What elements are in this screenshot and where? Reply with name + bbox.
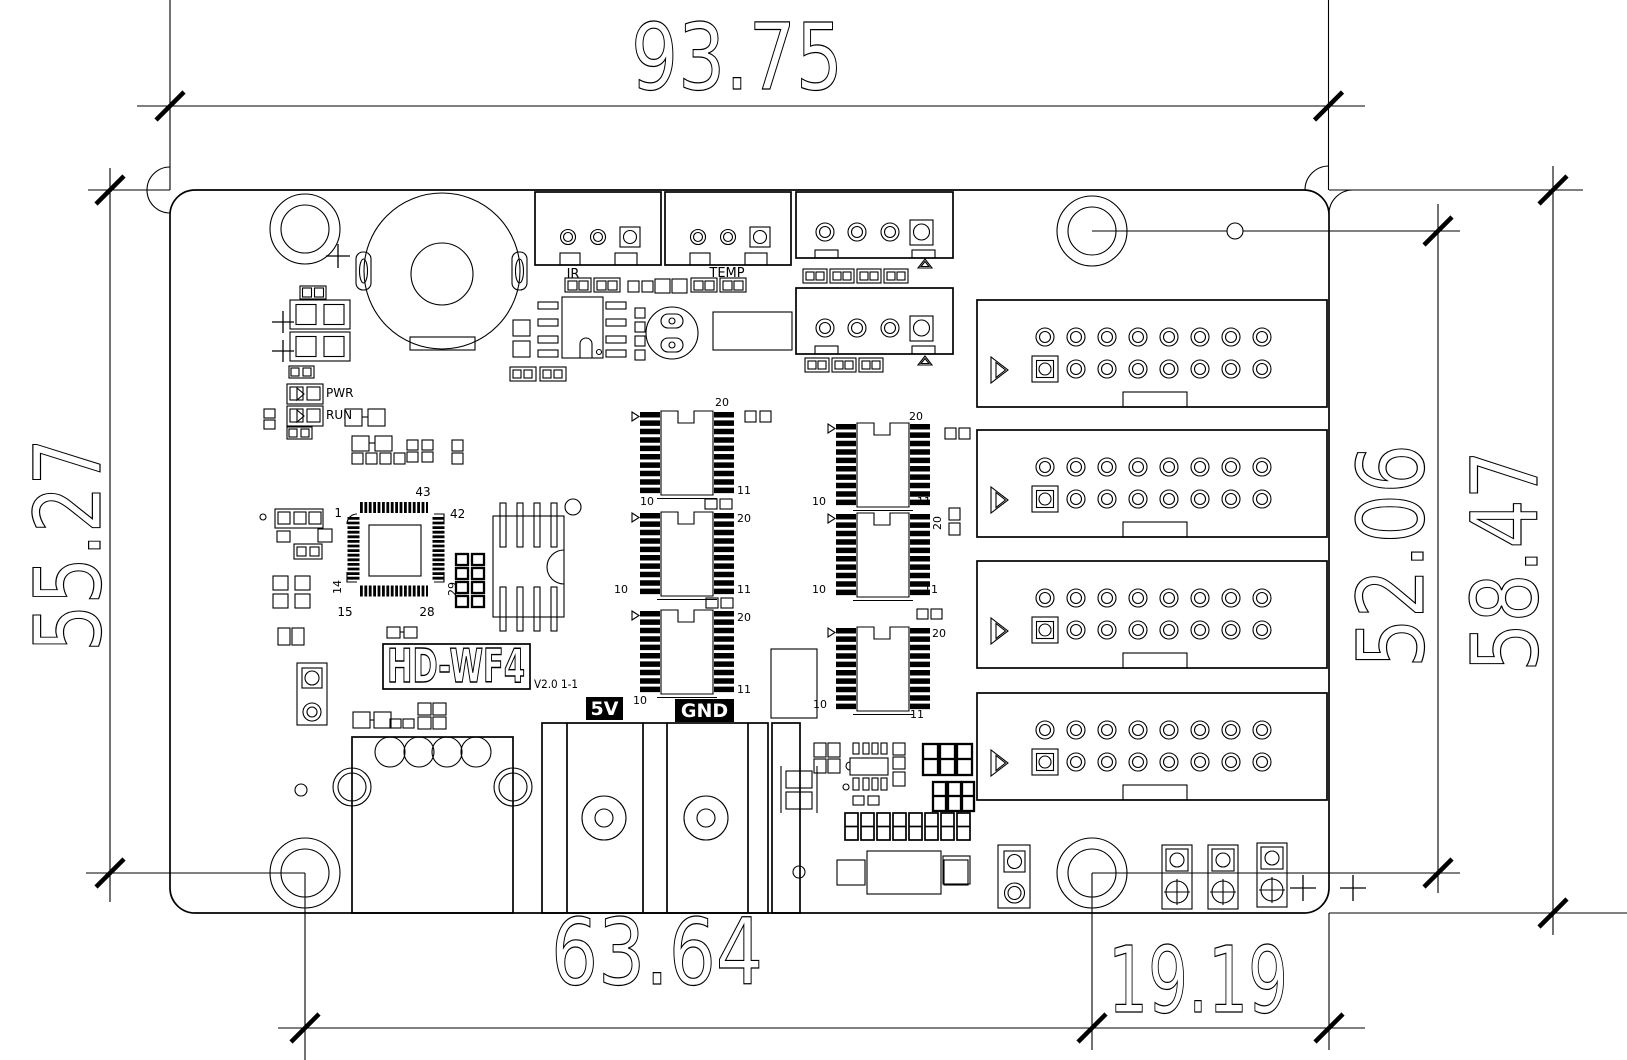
- bottom-right-cluster: [780, 742, 906, 879]
- mounting-hole-top-left: [269, 193, 341, 265]
- hub-connector-4: [977, 693, 1327, 800]
- dim-height-left: 55.27: [15, 438, 122, 652]
- ic6-pin11: 11: [910, 708, 924, 721]
- ir-connector: [535, 192, 661, 265]
- screw-terminal-1: [1161, 844, 1193, 910]
- polarity-triangle-1: [917, 258, 933, 269]
- ic4-pin11: 11: [917, 495, 931, 508]
- sop20-ic-5: [828, 513, 920, 601]
- run-led-label: RUN: [326, 408, 352, 422]
- usb-connector: [332, 736, 533, 914]
- power-connector-1: [796, 192, 953, 258]
- sop20-ic-1: [632, 411, 724, 499]
- version-label: V2.0 1-1: [534, 677, 578, 691]
- flash-soic-ic: [492, 498, 582, 632]
- model-label-box: [382, 643, 531, 690]
- power-terminal-block: 5V GND: [541, 697, 801, 914]
- hub-connector-1: [977, 300, 1327, 407]
- v5-label-bg: [586, 697, 623, 720]
- temp-connector: [665, 192, 791, 265]
- ic3-pin11: 11: [737, 683, 751, 696]
- qfp-side-pads: [454, 552, 486, 609]
- mid-passives: [704, 410, 971, 719]
- bottom-right-pad-grids: [921, 742, 976, 885]
- smd-inductor: [712, 311, 793, 351]
- qfp-pin14-label: 14: [331, 580, 344, 594]
- polarity-triangle-2: [917, 355, 933, 366]
- soic8-small: [842, 742, 889, 791]
- ic4-pin20: 20: [909, 410, 923, 423]
- pwr-led: [286, 383, 324, 405]
- qfp-pin43-label: 43: [415, 485, 430, 499]
- ic3-pin20: 20: [737, 611, 751, 624]
- main-qfp-ic: [346, 502, 445, 597]
- soic8-ir-driver: [537, 296, 627, 359]
- sop20-ic-4: [828, 423, 920, 511]
- left-capacitor-led-cluster: [272, 285, 351, 440]
- gnd-label-bg: [675, 699, 734, 722]
- qfp-pin15-label: 15: [337, 605, 352, 619]
- qfp-area-passives: [259, 408, 464, 646]
- hub-connector-2: [977, 430, 1327, 537]
- buzzer: [326, 192, 528, 351]
- dimension-texts: 93.75 55.27 52.06 58.47 63.64 19.19: [14, 3, 1559, 1034]
- power-connector-2: [796, 288, 953, 354]
- power-connector-pad-rows: [802, 268, 909, 373]
- ic5-pin10: 10: [812, 583, 826, 596]
- gnd-label: GND: [681, 700, 728, 722]
- dim-width-top: 93.75: [631, 4, 843, 111]
- bottom-2pin-header: [997, 844, 1031, 909]
- dim-height-right: 58.47: [1452, 450, 1559, 672]
- ic1-pin11: 11: [737, 484, 751, 497]
- usb-area-passives: [294, 702, 447, 797]
- ic6-pin20: 20: [932, 627, 946, 640]
- temp-label: TEMP: [708, 266, 744, 281]
- ic2-pin10: 10: [614, 583, 628, 596]
- oscillator: [634, 306, 699, 361]
- dim-width-bottom-left: 63.64: [551, 899, 763, 1006]
- jumper-header: [296, 662, 328, 726]
- sop20-ic-6: [828, 627, 920, 715]
- dim-hole-span: 52.06: [1338, 444, 1445, 668]
- qfp-pin42-label: 42: [450, 507, 465, 521]
- crystal-component: [836, 850, 969, 895]
- sop20-pin-labels: 20 11 10 20 11 10 20 11 10 20 11 10 20 1…: [614, 396, 946, 721]
- screw-terminal-2: [1207, 844, 1239, 910]
- screw-terminal-3: [1256, 842, 1288, 908]
- qfp-pin28-label: 28: [419, 605, 434, 619]
- ic3-pin10: 10: [633, 694, 647, 707]
- ic5-pin20: 20: [931, 516, 944, 530]
- ic1-pin10: 10: [640, 495, 654, 508]
- qfp-pin1-label: 1: [334, 506, 342, 520]
- model-label: HD-WF4: [387, 639, 525, 693]
- ic6-pin10: 10: [813, 698, 827, 711]
- bottom-pad-row: [844, 812, 971, 841]
- sop20-ic-3: [632, 610, 724, 698]
- sop20-ic-2: [632, 512, 724, 600]
- ir-label: IR: [567, 267, 580, 282]
- ic1-pin20: 20: [715, 396, 729, 409]
- ic5-pin11: 11: [924, 583, 938, 596]
- dim-width-bottom-right: 19.19: [1108, 927, 1288, 1034]
- dimension-lines: [86, 0, 1627, 1060]
- ic2-pin11: 11: [737, 583, 751, 596]
- v5-label: 5V: [591, 698, 619, 720]
- fiducial-plus-marks: [1290, 875, 1366, 901]
- run-led: [286, 405, 324, 427]
- pwr-led-label: PWR: [326, 386, 353, 400]
- ic2-pin20: 20: [737, 512, 751, 525]
- header-pads-under-ir-temp: [509, 277, 747, 382]
- hub-connector-3: [977, 561, 1327, 668]
- ic4-pin10: 10: [812, 495, 826, 508]
